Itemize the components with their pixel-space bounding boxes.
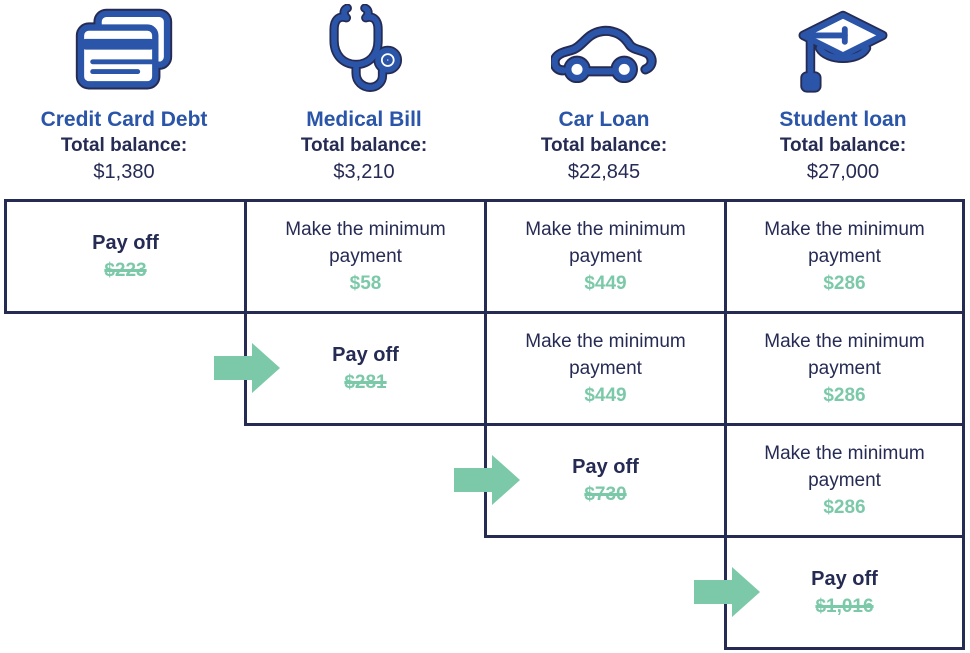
payment-cell-row1-col2: Make the minimum payment $58 — [247, 202, 484, 311]
action-label: Pay off — [811, 567, 878, 590]
payment-cell-row2-col4: Make the minimum payment $286 — [727, 314, 962, 423]
grid-line — [724, 647, 965, 650]
payment-cell-row2-col2: Pay off $281 — [247, 314, 484, 423]
balance-amount: $3,210 — [333, 161, 395, 183]
payment-amount: $1,016 — [815, 595, 874, 617]
arrow-right-icon — [214, 343, 280, 393]
debt-column-credit-card: Credit Card Debt Total balance: $1,380 — [4, 0, 244, 198]
payment-amount: $58 — [349, 273, 382, 294]
grid-line — [962, 199, 965, 650]
action-label: Make the minimum payment — [525, 331, 686, 379]
payment-cell-row1-col1: Pay off $223 — [7, 202, 244, 311]
action-label: Make the minimum payment — [764, 443, 925, 491]
payment-cell-row2-col3: Make the minimum payment $449 — [487, 314, 724, 423]
debt-title: Credit Card Debt — [40, 108, 208, 131]
grid-line — [244, 423, 965, 426]
payment-amount: $449 — [584, 385, 627, 406]
balance-label: Total balance: — [300, 135, 428, 156]
debt-title: Student loan — [779, 108, 907, 131]
balance-amount: $1,380 — [93, 161, 155, 183]
action-label: Make the minimum payment — [525, 219, 686, 267]
grid-line — [724, 199, 727, 650]
arrow-right-icon — [454, 455, 520, 505]
payment-amount: $730 — [584, 483, 627, 505]
debt-column-medical: Medical Bill Total balance: $3,210 — [244, 0, 484, 198]
action-label: Pay off — [332, 343, 399, 366]
action-label: Make the minimum payment — [764, 331, 925, 379]
payment-amount: $286 — [823, 385, 866, 406]
balance-label: Total balance: — [540, 135, 668, 156]
debt-column-student: Student loan Total balance: $27,000 — [724, 0, 962, 198]
payment-amount: $281 — [344, 371, 387, 393]
grid-line — [484, 199, 487, 538]
arrow-right-icon — [694, 567, 760, 617]
action-label: Make the minimum payment — [285, 219, 446, 267]
payment-amount: $449 — [584, 273, 627, 294]
debt-column-car: Car Loan Total balance: $22,845 — [484, 0, 724, 198]
payment-amount: $223 — [104, 259, 147, 281]
payment-amount: $286 — [823, 497, 866, 518]
action-label: Pay off — [572, 455, 639, 478]
grid-line — [4, 199, 7, 314]
payment-cell-row4-col4: Pay off $1,016 — [727, 538, 962, 647]
payment-amount: $286 — [823, 273, 866, 294]
payment-cell-row1-col4: Make the minimum payment $286 — [727, 202, 962, 311]
grid-line — [244, 199, 247, 426]
balance-amount: $27,000 — [806, 161, 880, 183]
balance-amount: $22,845 — [567, 161, 641, 183]
payment-cell-row3-col4: Make the minimum payment $286 — [727, 426, 962, 535]
balance-label: Total balance: — [779, 135, 907, 156]
action-label: Pay off — [92, 231, 159, 254]
payment-cell-row1-col3: Make the minimum payment $449 — [487, 202, 724, 311]
action-label: Make the minimum payment — [764, 219, 925, 267]
payment-cell-row3-col3: Pay off $730 — [487, 426, 724, 535]
balance-label: Total balance: — [60, 135, 188, 156]
debt-title: Medical Bill — [306, 108, 422, 131]
debt-title: Car Loan — [558, 108, 650, 131]
